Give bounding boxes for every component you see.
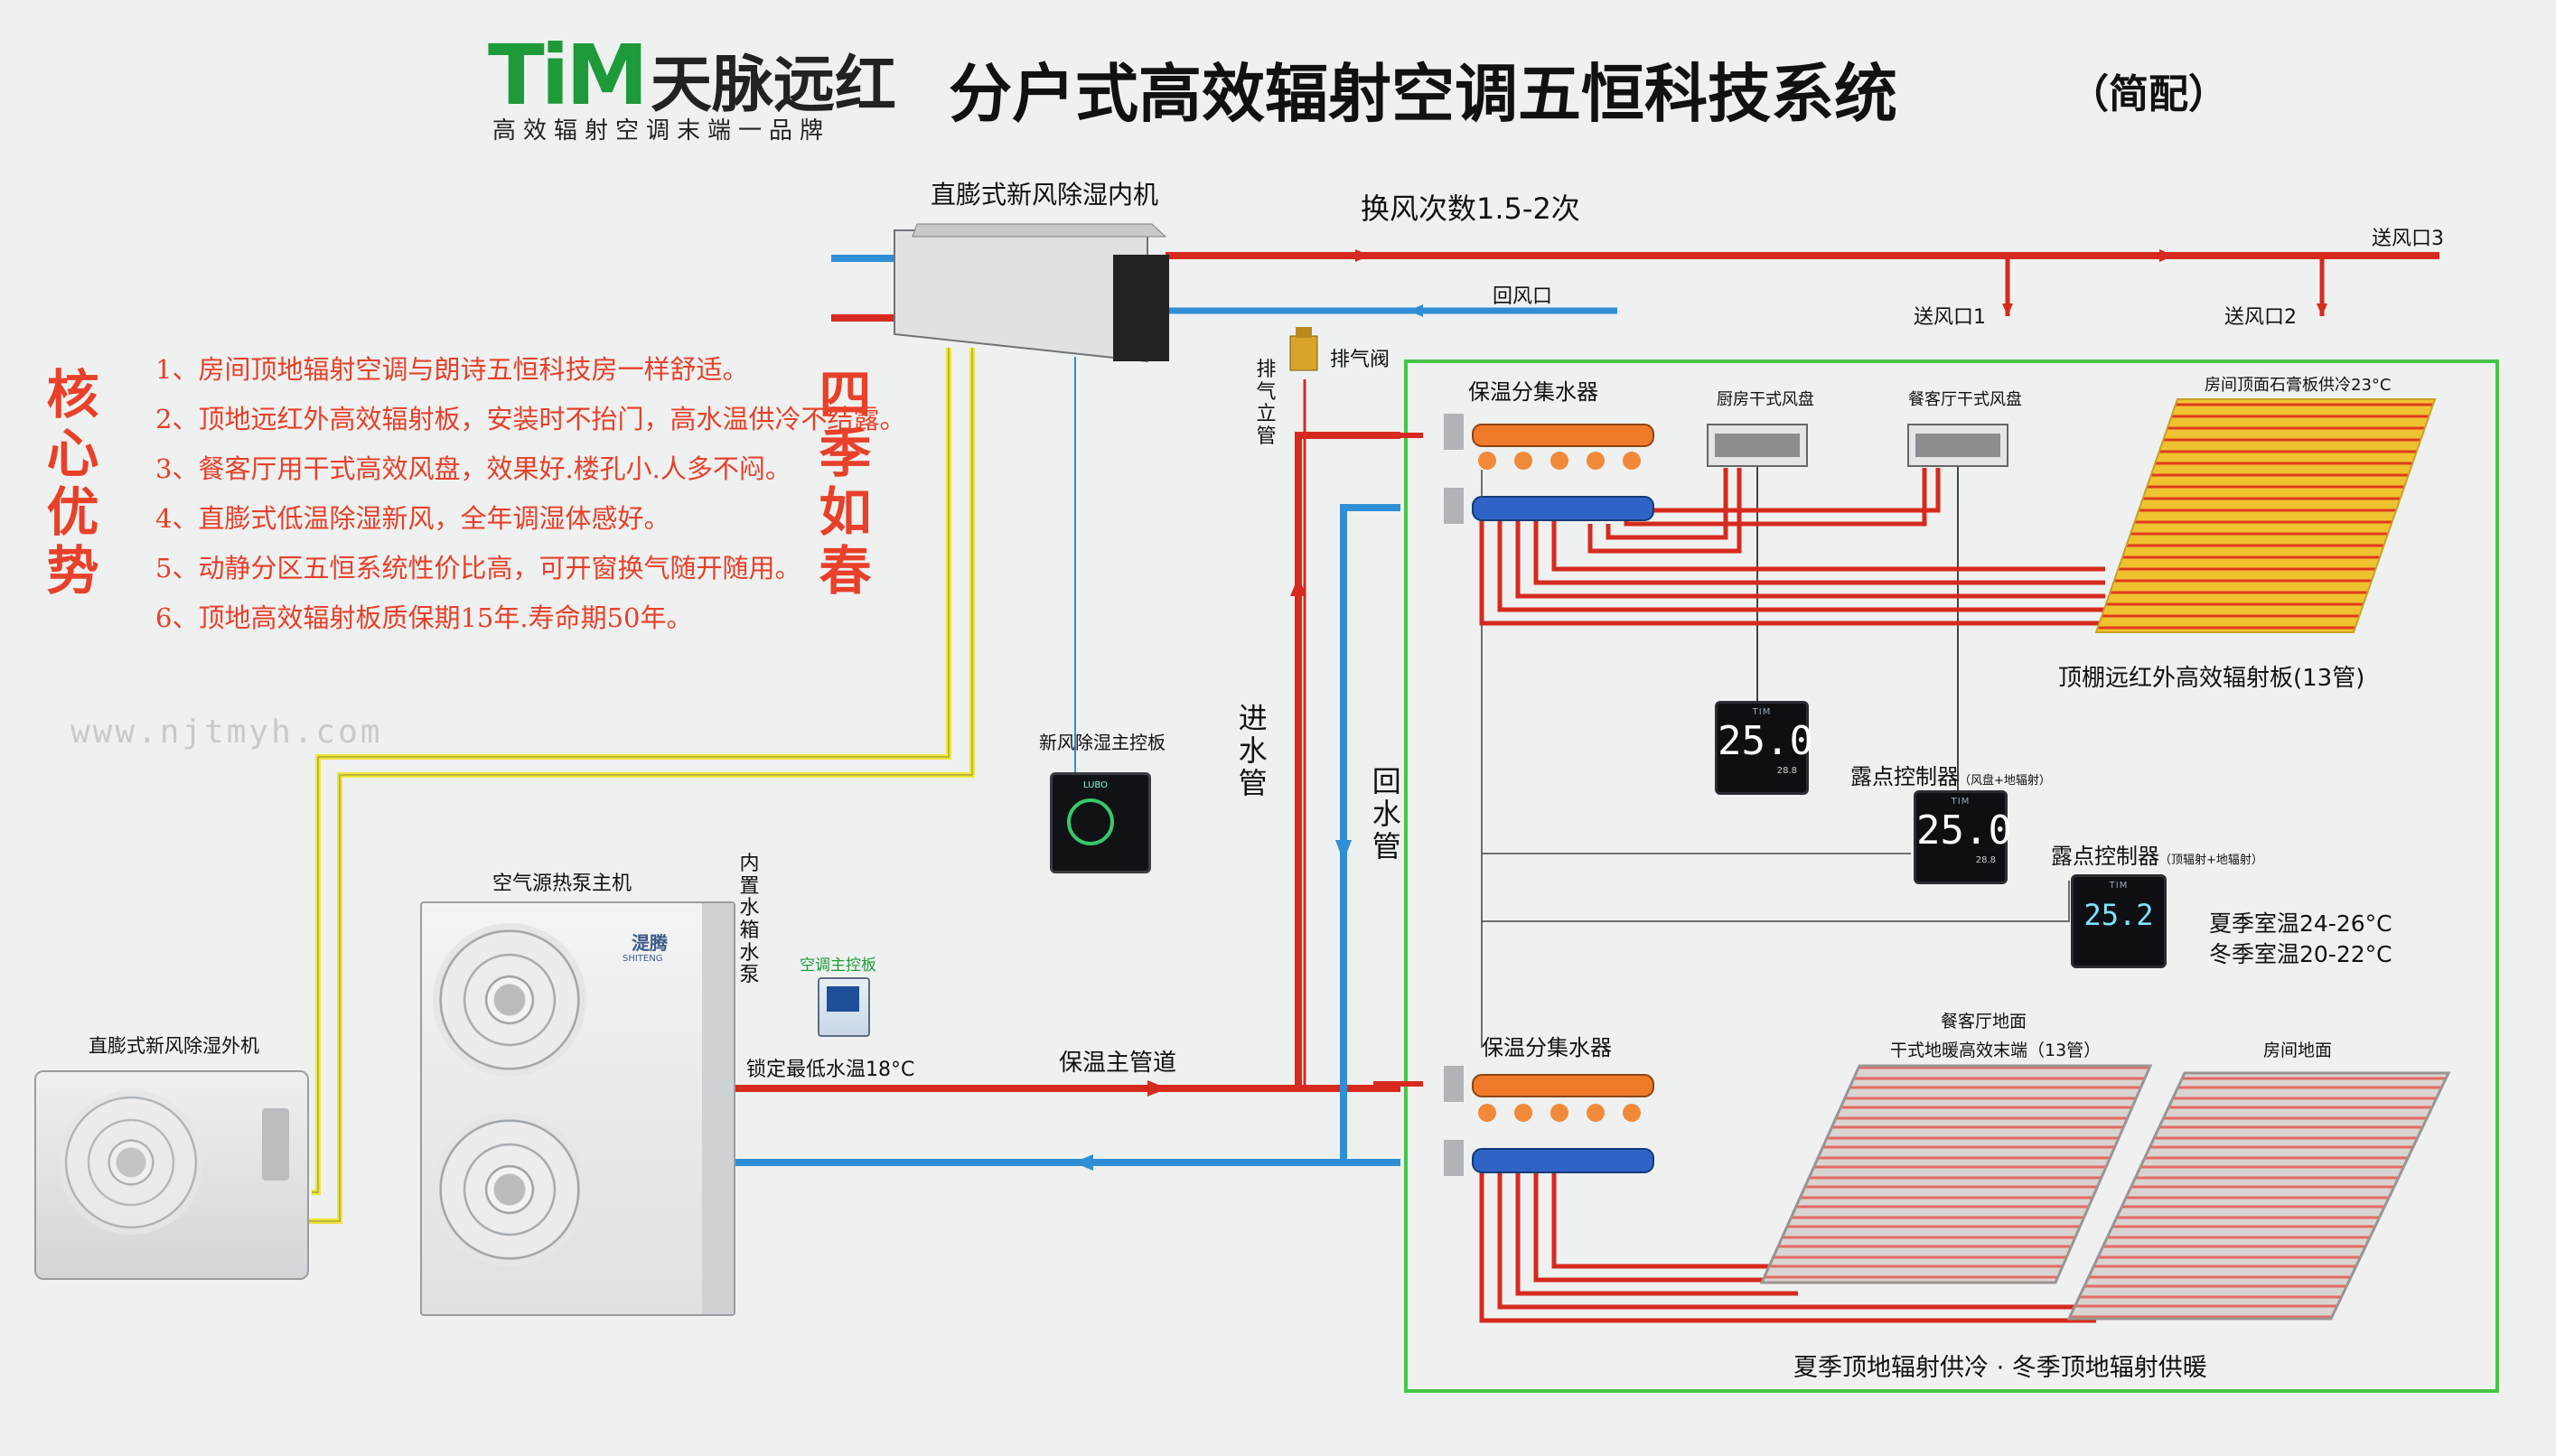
main-pipe-label: 保温主管道 [1059,1050,1177,1077]
manifold-bottom-label: 保温分集水器 [1482,1035,1612,1060]
advantage-item: 1、房间顶地辐射空调与朗诗五恒科技房一样舒适。 [155,354,749,385]
signal-wire-2b [291,348,973,1222]
dew-controller-2-label: 露点控制器（顶辐射+地辐射） [2051,844,2263,869]
website-watermark[interactable]: www.njtmyh.com [70,714,383,751]
ac-controller[interactable] [818,977,870,1037]
logo-tagline: 高效辐射空调末端一品牌 [492,117,831,145]
return-pipe-label: 回水管 [1372,764,1401,863]
kitchen-fcu-label: 厨房干式风盘 [1717,390,1814,409]
ceiling-panel-label: 顶棚远红外高效辐射板(13管) [2058,665,2365,692]
page-title: 分户式高效辐射空调五恒科技系统 [949,56,1897,131]
heat-pump-side [702,903,734,1314]
thermostat-3[interactable]: TIM 25.2 [2071,874,2167,968]
advantage-item: 3、餐客厅用干式高效风盘，效果好.楼孔小.人多不闷。 [155,453,791,484]
return-air-label: 回风口 [1493,285,1553,308]
seasons-heading: 四季如春 [819,364,872,602]
dew-controller-1-label: 露点控制器（风盘+地辐射） [1850,764,2051,789]
heat-pump-label: 空气源热泵主机 [492,873,632,895]
floor-terminal-label: 干式地暖高效末端（13管） [1890,1041,2102,1060]
logo-latin: TiM [488,27,649,124]
supply-1-label: 送风口1 [1914,306,1986,329]
gauge-icon [1067,798,1114,845]
advantages-list: 1、房间顶地辐射空调与朗诗五恒科技房一样舒适。 2、顶地远红外高效辐射板，安装时… [155,345,905,643]
min-water-temp-label: 锁定最低水温18°C [746,1059,915,1081]
page-title-suffix: （简配） [2069,71,2228,117]
advantage-item: 2、顶地远红外高效辐射板，安装时不抬门，高水温供冷不结露。 [155,404,906,434]
winter-temp-label: 冬季室温20-22°C [2209,941,2392,967]
builtin-tank-label: 内置水箱水泵 [739,853,760,987]
fcu-dining [1907,424,2008,467]
bottom-caption: 夏季顶地辐射供冷 · 冬季顶地辐射供暖 [1793,1354,2207,1382]
ceiling-note-label: 房间顶面石膏板供冷23°C [2205,376,2392,395]
logo-cn: 天脉远红 [651,50,897,121]
floor-panel-dining [1759,1064,2153,1284]
bottom-loop-pipes [1479,1165,2096,1323]
exhaust-pipe-label: 排气立管 [1256,359,1277,448]
advantage-item: 5、动静分区五恒系统性价比高，可开窗换气随开随用。 [155,553,801,583]
supply-2-label: 送风口2 [2224,306,2297,329]
fan-icon [433,1113,586,1266]
return-riser [1340,504,1400,1162]
outdoor-unit-valve [262,1108,289,1181]
heat-pump-brand-en: SHITENG [623,954,663,964]
ac-controller-screen [827,986,859,1012]
heat-pump-brand: 湜腾 [632,932,668,954]
advantage-item: 4、直膨式低温除湿新风，全年调湿体感好。 [155,503,670,534]
dining-fcu-label: 餐客厅干式风盘 [1908,390,2022,409]
indoor-zone-frame [1404,359,2499,1393]
fcu-kitchen [1707,424,1808,467]
supply-3-label: 送风口3 [2372,228,2444,250]
exhaust-valve-label: 排气阀 [1330,349,1390,371]
heat-pump-unit: 湜腾 SHITENG [420,901,735,1316]
supply-riser [1295,432,1400,1088]
ac-controller-label: 空调主控板 [800,957,876,975]
dining-floor-label: 餐客厅地面 [1941,1012,2027,1031]
ceiling-radiant-panel [2094,398,2437,633]
advantage-item: 6、顶地高效辐射板质保期15年.寿命期50年。 [155,602,693,633]
manifold-top [1444,414,1654,524]
thermostat-1[interactable]: TIM 25.0 28.8 [1715,701,1813,795]
air-change-label: 换风次数1.5-2次 [1361,191,1580,226]
manifold-top-label: 保温分集水器 [1468,379,1598,405]
dew-wire-2 [1482,881,2070,922]
fresh-air-indoor-unit [894,223,1169,363]
fresh-air-controller-label: 新风除湿主控板 [1039,732,1166,753]
floor-panel-room [2066,1071,2451,1321]
thermostat-2[interactable]: TIM 25.0 28.8 [1914,790,2012,884]
fresh-air-controller[interactable]: LUBO [1050,772,1151,873]
top-loop-pipes [1479,468,2105,626]
inlet-pipe-label: 进水管 [1238,701,1268,800]
indoor-unit-label: 直膨式新风除湿内机 [931,180,1159,210]
room-floor-label: 房间地面 [2263,1041,2333,1060]
advantages-heading: 核心优势 [46,364,99,602]
signal-wire-1b [312,348,950,1193]
manifold-bottom [1444,1066,1654,1176]
controller-brand: LUBO [1083,780,1108,790]
fan-icon [433,923,586,1077]
exhaust-valve [1289,327,1318,371]
fan-icon [59,1090,203,1235]
outdoor-unit-label: 直膨式新风除湿外机 [89,1035,259,1057]
summer-temp-label: 夏季室温24-26°C [2209,910,2392,937]
outdoor-unit [34,1070,309,1280]
